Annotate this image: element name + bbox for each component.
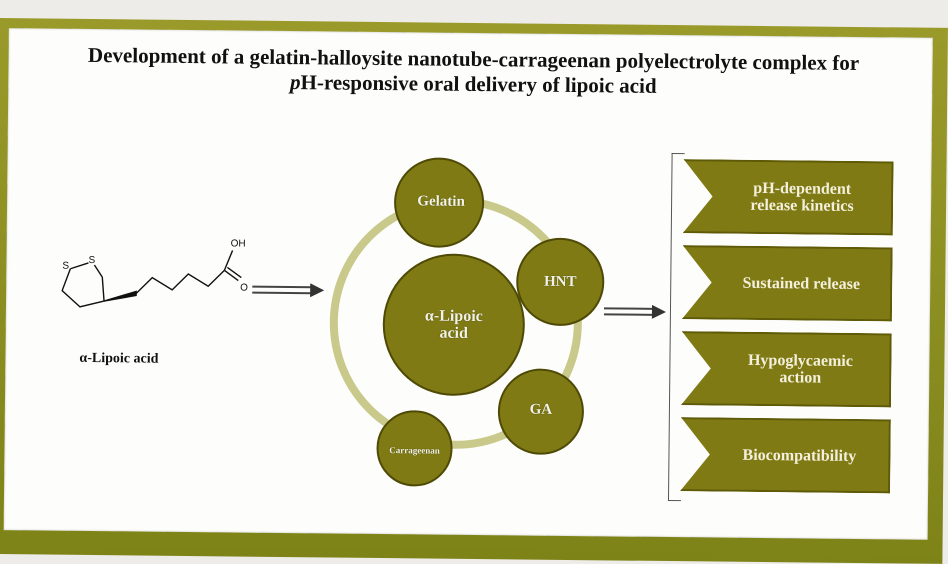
outcome-text-3: Hypoglycaemic action [720, 352, 880, 388]
title-italic-p: p [289, 70, 301, 95]
lipoic-acid-structure: OH O S S [61, 238, 248, 308]
node-ga-label: GA [529, 401, 553, 418]
bond-c-o-2 [226, 266, 242, 279]
outcome-text-2: Sustained release [721, 274, 881, 293]
node-carrageenan-label: Carrageenan [389, 445, 440, 456]
outcome-3-line-2: action [779, 369, 822, 387]
node-hnt-label: HNT [543, 273, 577, 291]
core-label-line-1: α-Lipoic [424, 307, 483, 326]
complex-diagram [329, 157, 605, 487]
atom-s-1: S [62, 261, 69, 272]
atom-o: O [240, 283, 248, 294]
ring-bond-ss [70, 262, 89, 270]
core-circle [382, 253, 525, 396]
molecule-label: α-Lipoic acid [79, 350, 159, 367]
title-line-2-rest: H-responsive oral delivery of lipoic aci… [300, 70, 657, 98]
bond-c-oh [223, 250, 234, 271]
abstract-title: Development of a gelatin-halloysite nano… [28, 42, 918, 101]
outcome-2-line-1: Sustained release [742, 274, 861, 293]
core-label: α-Lipoic acid [404, 307, 504, 342]
outcomes-bracket [667, 153, 685, 502]
outcome-ribbon-4: Biocompatibility [680, 417, 891, 493]
right-arrow [603, 304, 666, 319]
node-gelatin-label: Gelatin [417, 193, 465, 210]
outcome-1-line-1: pH-dependent [753, 179, 852, 198]
outcome-ribbon-3: Hypoglycaemic action [681, 331, 892, 407]
wedge-bond [103, 290, 137, 302]
outcome-ribbon-2: Sustained release [682, 245, 893, 321]
node-carrageenan-circle [376, 410, 453, 487]
node-hnt-circle [516, 237, 605, 326]
outcome-text-4: Biocompatibility [719, 446, 879, 465]
node-ga-circle [497, 368, 584, 455]
atom-s-2: S [88, 255, 95, 266]
node-gelatin-circle [394, 157, 485, 248]
outer-frame: Development of a gelatin-halloysite nano… [0, 18, 948, 564]
left-arrow [252, 283, 325, 298]
core-label-line-2: acid [439, 324, 469, 342]
graphical-abstract-panel: Development of a gelatin-halloysite nano… [3, 28, 933, 540]
alkyl-chain [135, 269, 225, 294]
bond-c-o-1 [223, 269, 239, 282]
outcome-4-line-1: Biocompatibility [742, 446, 857, 465]
atom-oh: OH [231, 238, 246, 249]
ring-bond-s-c [93, 264, 103, 278]
outcome-ribbon-1: pH-dependent release kinetics [683, 159, 894, 235]
outcome-3-line-1: Hypoglycaemic [747, 351, 853, 370]
ring-bond [61, 268, 105, 308]
outcome-1-line-2: release kinetics [750, 196, 854, 215]
outcome-text-1: pH-dependent release kinetics [722, 180, 882, 216]
